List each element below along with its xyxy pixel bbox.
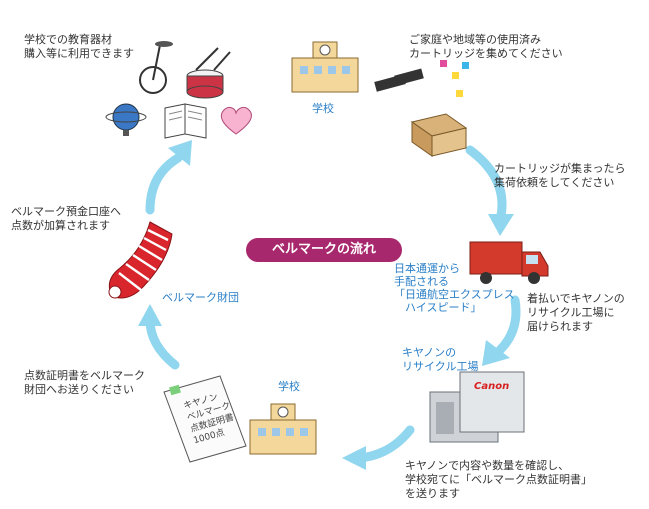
arrow-factory-to-school — [342, 425, 415, 470]
box-icon — [410, 113, 468, 157]
canon-logo: Canon — [474, 381, 510, 392]
step-confirm-text: キヤノンで内容や数量を確認し、 学校宛てに「ベルマーク点数証明書」 を送ります — [405, 459, 592, 500]
school-bottom-label: 学校 — [278, 380, 300, 393]
cartridges-icon — [374, 60, 469, 97]
factory-label: キヤノンの リサイクル工場 — [402, 346, 479, 373]
truck-icon — [469, 241, 549, 284]
drum-icon — [186, 47, 231, 99]
step-points-text: ベルマーク預金口座へ 点数が加算されます — [11, 205, 121, 232]
certificate-icon — [163, 375, 247, 463]
globe-icon — [105, 103, 147, 136]
step-ship-text: 着払いでキヤノンの リサイクル工場に 届けられます — [527, 292, 625, 333]
foundation-label: ベルマーク財団 — [162, 291, 239, 304]
school-top-icon — [291, 41, 359, 93]
book-icon — [164, 103, 207, 139]
school-top-label: 学校 — [312, 102, 334, 115]
step-send-cert-text: 点数証明書をベルマーク 財団へお送りください — [24, 369, 145, 396]
step-collect-text: ご家庭や地域等の使用済み カートリッジを集めてください — [409, 33, 563, 60]
heart-icon — [220, 106, 252, 135]
flow-title: ベルマークの流れ — [246, 238, 402, 262]
factory-icon — [429, 371, 525, 443]
step-use-text: 学校での教育器材 購入等に利用できます — [24, 33, 134, 60]
arrow-certificate-to-foundation — [138, 304, 180, 370]
arrow-truck-to-factory — [482, 295, 521, 366]
step-pickup-text: カートリッジが集まったら 集荷依頼をしてください — [494, 162, 626, 189]
arrow-bell-to-items — [145, 140, 192, 215]
unicycle-icon — [139, 41, 173, 94]
arrow-school-to-box — [465, 145, 514, 236]
carrier-label: 日本通運から 手配される 「日通航空エクスプレス ハイスピード」 — [394, 262, 515, 314]
bell-icon — [108, 221, 173, 299]
school-bottom-icon — [249, 403, 317, 455]
